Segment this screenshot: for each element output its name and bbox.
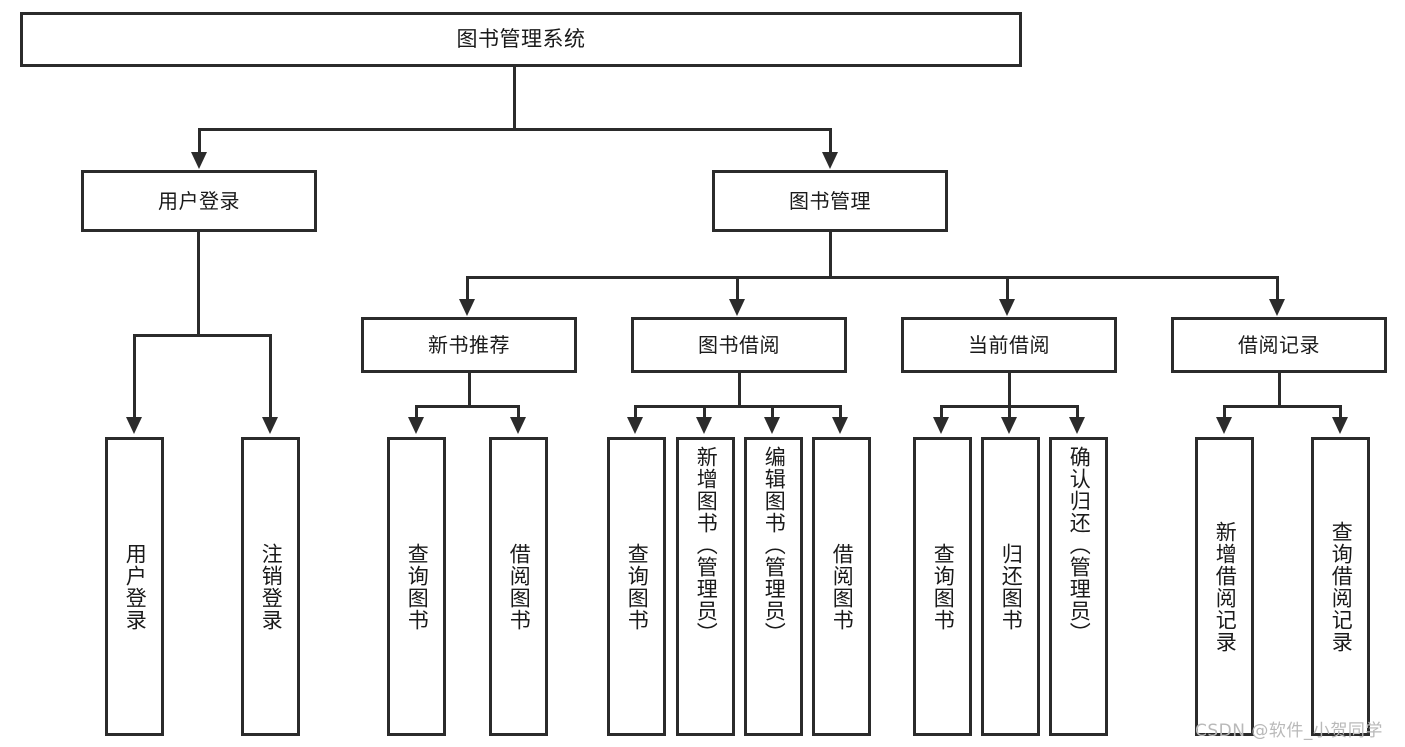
node-label: 借阅图书 (830, 542, 855, 631)
arrow-to-new-book (459, 299, 475, 316)
node-label: 借阅图书 (507, 542, 532, 631)
node-label: 用户登录 (123, 542, 148, 631)
connector-to-book-borrow (736, 276, 739, 301)
watermark-text: CSDN @软件_小贺同学 (1195, 721, 1383, 741)
leaf-query-book-recommend[interactable]: 查询图书 (387, 437, 446, 736)
node-borrow-record[interactable]: 借阅记录 (1171, 317, 1387, 373)
connector-level2-bus (198, 128, 832, 131)
leaf-return-book[interactable]: 归还图书 (981, 437, 1040, 736)
connector-current-borrow-drop-3 (1076, 405, 1079, 419)
arrow-to-book-manage (822, 152, 838, 169)
node-label: 用户登录 (158, 188, 240, 213)
leaf-query-book-borrow[interactable]: 查询图书 (607, 437, 666, 736)
node-label: 归还图书 (999, 542, 1024, 631)
node-label: 图书借阅 (698, 332, 780, 357)
arrow-book-borrow-leaf-3 (764, 417, 780, 434)
connector-root-stem (513, 67, 516, 128)
connector-current-borrow-drop-2 (1008, 405, 1011, 419)
arrow-to-user-login (191, 152, 207, 169)
arrow-borrow-record-leaf-2 (1332, 417, 1348, 434)
arrow-new-book-leaf-2 (510, 417, 526, 434)
node-label: 当前借阅 (968, 332, 1050, 357)
arrow-book-borrow-leaf-1 (627, 417, 643, 434)
node-label: 确认归还（管理员） (1067, 446, 1092, 644)
node-label: 图书管理 (789, 188, 871, 213)
connector-user-login-bus (133, 334, 272, 337)
connector-book-borrow-bus (634, 405, 841, 408)
node-book-manage[interactable]: 图书管理 (712, 170, 948, 232)
connector-to-user-login (198, 128, 201, 154)
leaf-add-borrow-record[interactable]: 新增借阅记录 (1195, 437, 1254, 736)
arrow-to-current-borrow (999, 299, 1015, 316)
leaf-user-login[interactable]: 用户登录 (105, 437, 164, 736)
connector-book-borrow-drop-4 (839, 405, 842, 419)
connector-book-borrow-drop-3 (771, 405, 774, 419)
arrow-new-book-leaf-1 (408, 417, 424, 434)
arrow-borrow-record-leaf-1 (1216, 417, 1232, 434)
arrow-to-borrow-record (1269, 299, 1285, 316)
node-book-borrow[interactable]: 图书借阅 (631, 317, 847, 373)
leaf-query-book-current[interactable]: 查询图书 (913, 437, 972, 736)
connector-book-borrow-drop-1 (634, 405, 637, 419)
node-label: 注销登录 (259, 542, 284, 631)
node-label: 查询图书 (625, 542, 650, 631)
leaf-add-book-admin[interactable]: 新增图书（管理员） (676, 437, 735, 736)
connector-borrow-record-drop-2 (1339, 405, 1342, 419)
node-label: 新增借阅记录 (1213, 520, 1238, 653)
connector-level3-bus (466, 276, 1278, 279)
connector-current-borrow-drop-1 (940, 405, 943, 419)
connector-to-current-borrow (1006, 276, 1009, 301)
node-current-borrow[interactable]: 当前借阅 (901, 317, 1117, 373)
connector-borrow-record-stem (1278, 373, 1281, 405)
arrow-book-borrow-leaf-2 (696, 417, 712, 434)
leaf-logout[interactable]: 注销登录 (241, 437, 300, 736)
arrow-current-borrow-leaf-2 (1001, 417, 1017, 434)
connector-new-book-stem (468, 373, 471, 405)
arrow-user-login-leaf-2 (262, 417, 278, 434)
arrow-current-borrow-leaf-3 (1069, 417, 1085, 434)
connector-book-manage-stem (829, 232, 832, 276)
connector-current-borrow-stem (1008, 373, 1011, 405)
leaf-query-borrow-record[interactable]: 查询借阅记录 (1311, 437, 1370, 736)
connector-borrow-record-drop-1 (1223, 405, 1226, 419)
node-root-system[interactable]: 图书管理系统 (20, 12, 1022, 67)
connector-new-book-drop-2 (517, 405, 520, 419)
node-new-book-recommend[interactable]: 新书推荐 (361, 317, 577, 373)
connector-new-book-drop-1 (415, 405, 418, 419)
connector-user-login-drop-1 (133, 334, 136, 419)
connector-user-login-stem (197, 232, 200, 334)
connector-book-borrow-drop-2 (703, 405, 706, 419)
leaf-borrow-book[interactable]: 借阅图书 (812, 437, 871, 736)
connector-to-new-book (466, 276, 469, 301)
connector-to-book-manage (829, 128, 832, 154)
node-label: 查询图书 (931, 542, 956, 631)
node-user-login[interactable]: 用户登录 (81, 170, 317, 232)
connector-user-login-drop-2 (269, 334, 272, 419)
arrow-book-borrow-leaf-4 (832, 417, 848, 434)
node-label: 查询借阅记录 (1329, 520, 1354, 653)
node-label: 查询图书 (405, 542, 430, 631)
arrow-user-login-leaf-1 (126, 417, 142, 434)
node-label: 新增图书（管理员） (694, 446, 719, 644)
node-label: 借阅记录 (1238, 332, 1320, 357)
connector-to-borrow-record (1276, 276, 1279, 301)
leaf-confirm-return-admin[interactable]: 确认归还（管理员） (1049, 437, 1108, 736)
leaf-edit-book-admin[interactable]: 编辑图书（管理员） (744, 437, 803, 736)
arrow-to-book-borrow (729, 299, 745, 316)
arrow-current-borrow-leaf-1 (933, 417, 949, 434)
connector-book-borrow-stem (738, 373, 741, 405)
connector-borrow-record-bus (1223, 405, 1342, 408)
node-label: 新书推荐 (428, 332, 510, 357)
node-label: 编辑图书（管理员） (762, 446, 787, 644)
leaf-borrow-book-recommend[interactable]: 借阅图书 (489, 437, 548, 736)
connector-new-book-bus (415, 405, 520, 408)
node-label: 图书管理系统 (456, 27, 586, 52)
